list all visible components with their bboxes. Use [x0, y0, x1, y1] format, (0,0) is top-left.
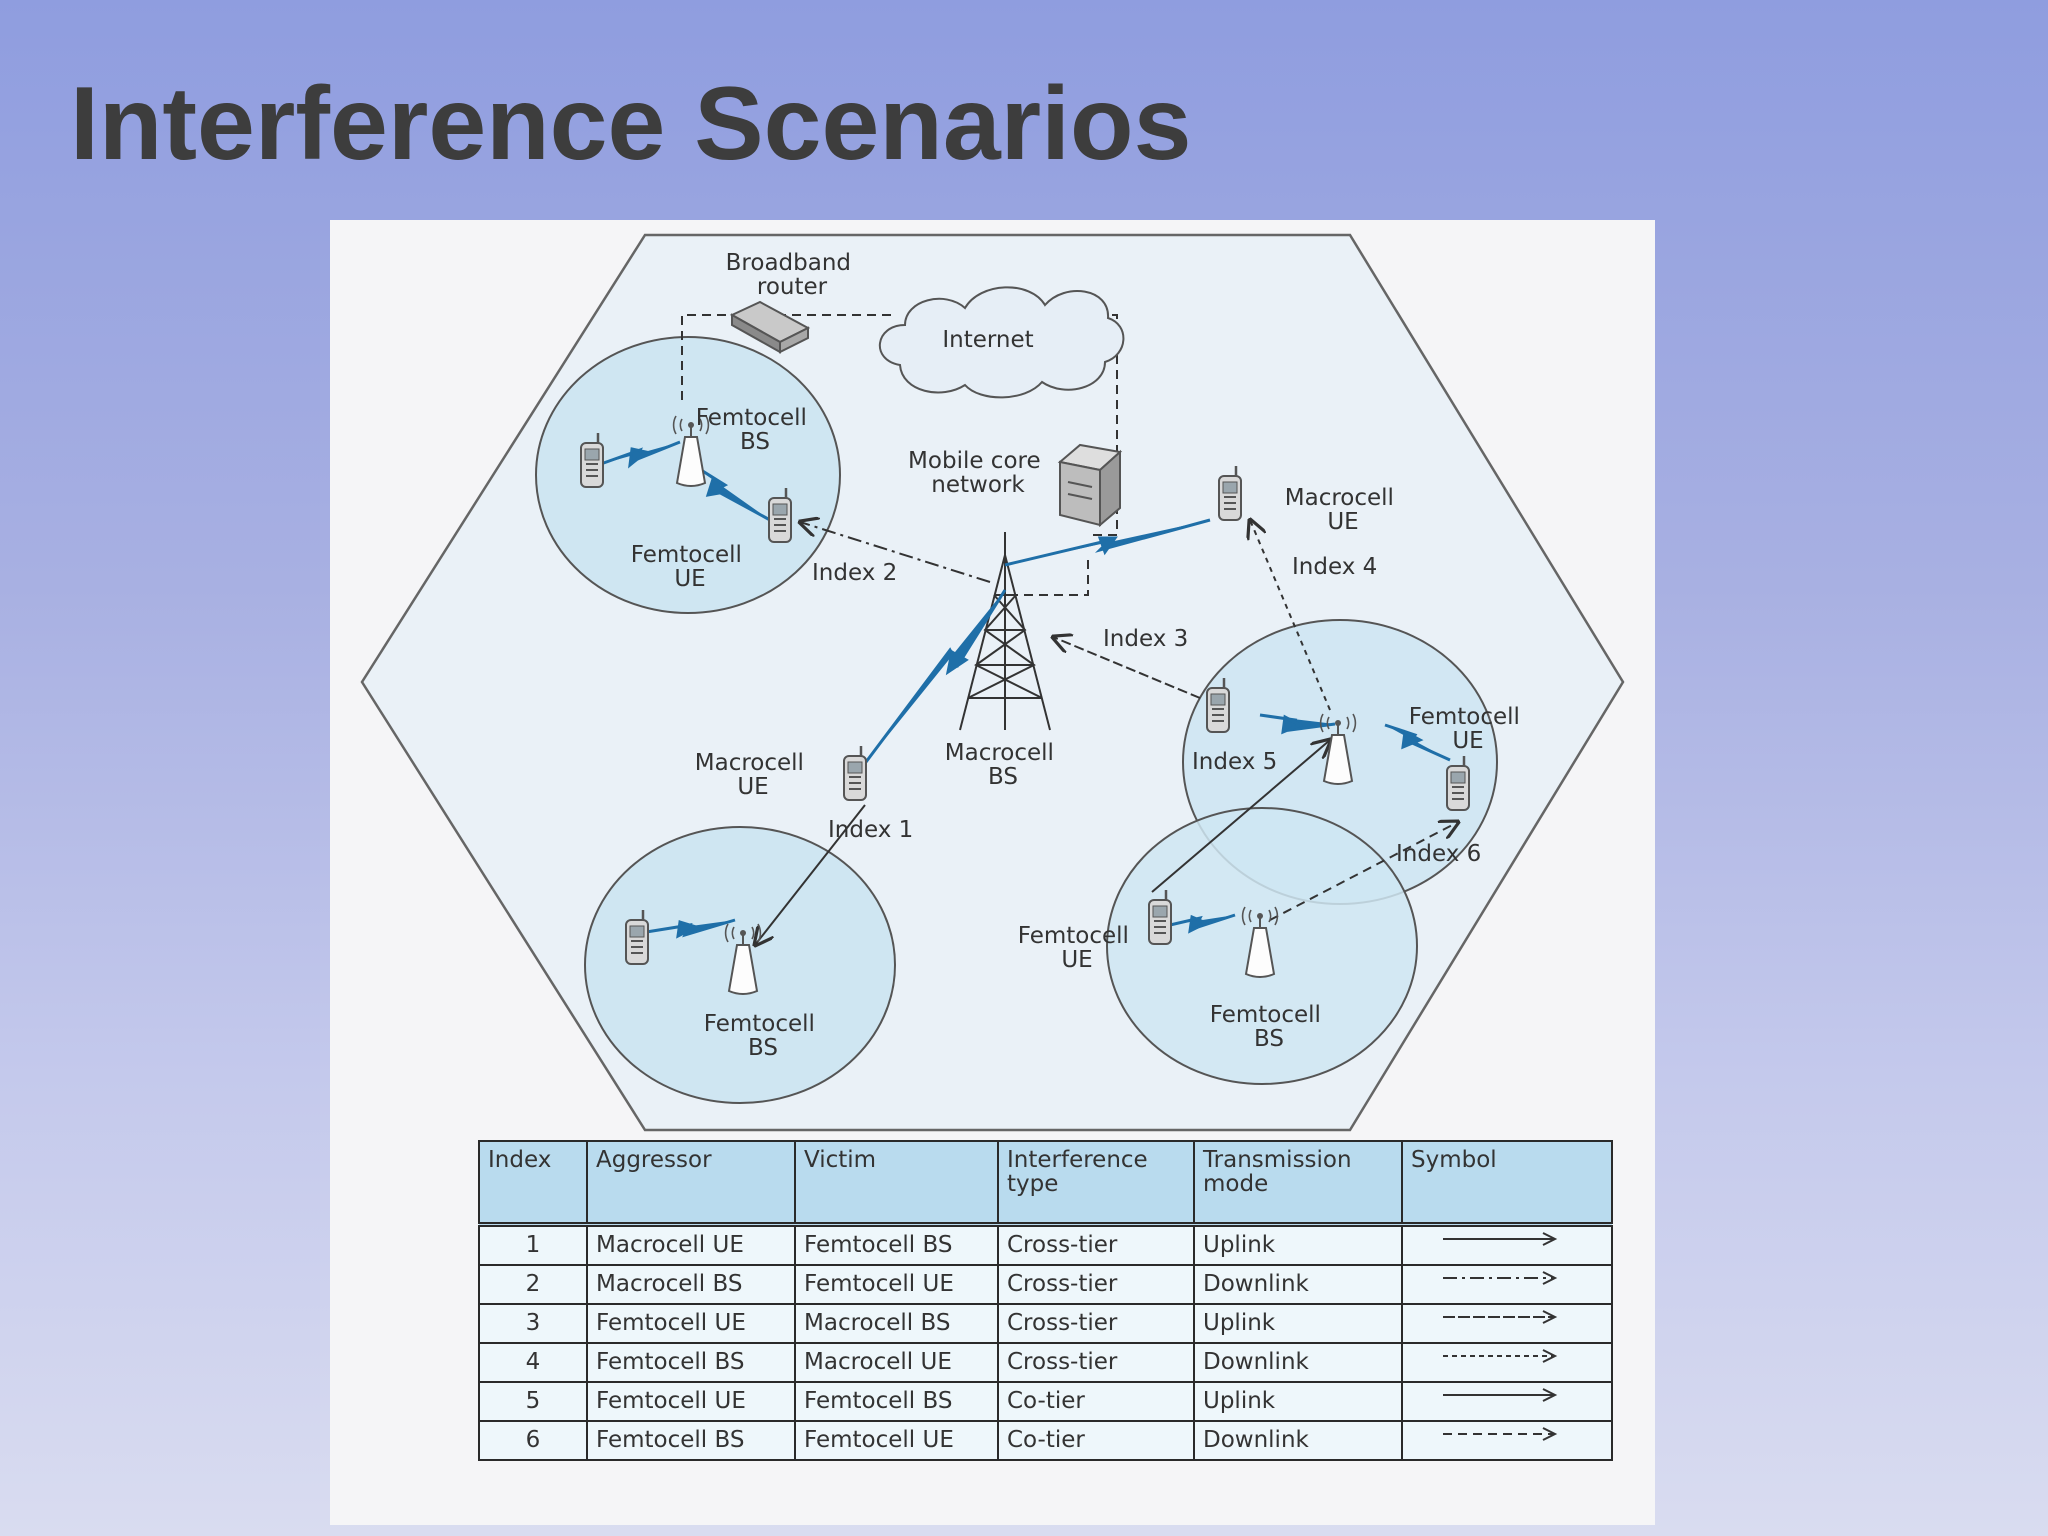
cell-victim: Femtocell BS [794, 1223, 999, 1266]
broadband-router-label: Broadband router [726, 250, 859, 300]
mobile-core-network-label: Mobile core network [908, 448, 1048, 498]
cell-mode: Uplink [1193, 1303, 1403, 1344]
line-symbol-short-dash [1443, 1349, 1558, 1363]
broadband-router-icon [729, 300, 811, 354]
interference-table: Index Aggressor Victim Interference type… [478, 1140, 1613, 1461]
index6-label: Index 6 [1396, 841, 1481, 867]
cell-aggressor: Femtocell UE [586, 1381, 796, 1422]
cell-type: Co-tier [997, 1420, 1195, 1461]
line-symbol-dash-dot [1443, 1271, 1558, 1285]
femtocell-ue-topleft-label: Femtocell UE [631, 542, 750, 592]
internet-cloud [879, 286, 1125, 399]
table-header-row: Index Aggressor Victim Interference type… [478, 1140, 1613, 1226]
line-symbol-solid [1443, 1388, 1558, 1402]
cell-symbol [1401, 1342, 1613, 1383]
line-symbol-long-dash [1443, 1310, 1558, 1324]
cell-index: 1 [478, 1223, 588, 1266]
macrocell-ue-topright-label: Macrocell UE [1285, 485, 1402, 535]
header-interference-type: Interference type [997, 1140, 1195, 1226]
cell-victim: Macrocell UE [794, 1342, 999, 1383]
cell-symbol [1401, 1420, 1613, 1461]
index2-label: Index 2 [812, 560, 897, 586]
internet-label: Internet [942, 327, 1033, 353]
wireless-links [597, 440, 1451, 939]
cell-symbol [1401, 1303, 1613, 1344]
line-symbol-medium-dash [1443, 1427, 1558, 1441]
interference-index4-arrow [1250, 520, 1331, 711]
cell-mode: Downlink [1193, 1264, 1403, 1305]
cell-mode: Downlink [1193, 1420, 1403, 1461]
femtocell-bs-topleft-label: Femtocell BS [696, 405, 815, 455]
cell-type: Co-tier [997, 1381, 1195, 1422]
cell-aggressor: Macrocell BS [586, 1264, 796, 1305]
cell-victim: Femtocell BS [794, 1381, 999, 1422]
interference-index6-arrow [1269, 822, 1458, 921]
cell-symbol [1401, 1223, 1613, 1266]
cell-type: Cross-tier [997, 1342, 1195, 1383]
cell-aggressor: Femtocell BS [586, 1342, 796, 1383]
macrocell-bs-label: Macrocell BS [945, 740, 1062, 790]
cell-index: 2 [478, 1264, 588, 1305]
line-symbol-solid [1443, 1232, 1558, 1246]
header-index: Index [478, 1140, 588, 1226]
interference-index5-arrow [1151, 740, 1330, 893]
header-transmission-mode: Transmission mode [1193, 1140, 1403, 1226]
cell-victim: Macrocell BS [794, 1303, 999, 1344]
macrocell-tower-icon [959, 532, 1051, 731]
cell-mode: Uplink [1193, 1381, 1403, 1422]
cell-type: Cross-tier [997, 1303, 1195, 1344]
index4-label: Index 4 [1292, 554, 1377, 580]
cell-index: 4 [478, 1342, 588, 1383]
header-victim: Victim [794, 1140, 999, 1226]
backhaul-dashed [681, 314, 1118, 596]
cell-symbol [1401, 1381, 1613, 1422]
cell-mode: Uplink [1193, 1223, 1403, 1266]
interference-index3-arrow [1053, 637, 1201, 699]
femtocell-bs-bottomleft-label: Femtocell BS [704, 1011, 823, 1061]
header-aggressor: Aggressor [586, 1140, 796, 1226]
femtocell-ue-bottomright-label: Femtocell UE [1018, 923, 1137, 973]
femtocell-ue-right-label: Femtocell UE [1409, 704, 1528, 754]
cell-index: 3 [478, 1303, 588, 1344]
index1-label: Index 1 [828, 817, 913, 843]
interference-figure: Internet Broadband router Mobile core ne… [330, 220, 1655, 1525]
index5-label: Index 5 [1192, 749, 1277, 775]
network-diagram: Internet Broadband router Mobile core ne… [360, 233, 1625, 1132]
cell-victim: Femtocell UE [794, 1264, 999, 1305]
cell-victim: Femtocell UE [794, 1420, 999, 1461]
femtocell-bs-bottomright-label: Femtocell BS [1210, 1002, 1329, 1052]
cell-type: Cross-tier [997, 1264, 1195, 1305]
slide-title: Interference Scenarios [70, 66, 1192, 182]
header-symbol: Symbol [1401, 1140, 1613, 1226]
cell-index: 6 [478, 1420, 588, 1461]
mobile-core-network-icon [1057, 443, 1123, 528]
cell-symbol [1401, 1264, 1613, 1305]
cell-aggressor: Femtocell UE [586, 1303, 796, 1344]
cell-mode: Downlink [1193, 1342, 1403, 1383]
cell-aggressor: Macrocell UE [586, 1223, 796, 1266]
interference-index1-arrow [755, 804, 866, 945]
macrocell-ue-left-label: Macrocell UE [695, 750, 812, 800]
cell-aggressor: Femtocell BS [586, 1420, 796, 1461]
cell-index: 5 [478, 1381, 588, 1422]
cell-type: Cross-tier [997, 1223, 1195, 1266]
index3-label: Index 3 [1103, 626, 1188, 652]
interference-index2-arrow [800, 522, 991, 583]
